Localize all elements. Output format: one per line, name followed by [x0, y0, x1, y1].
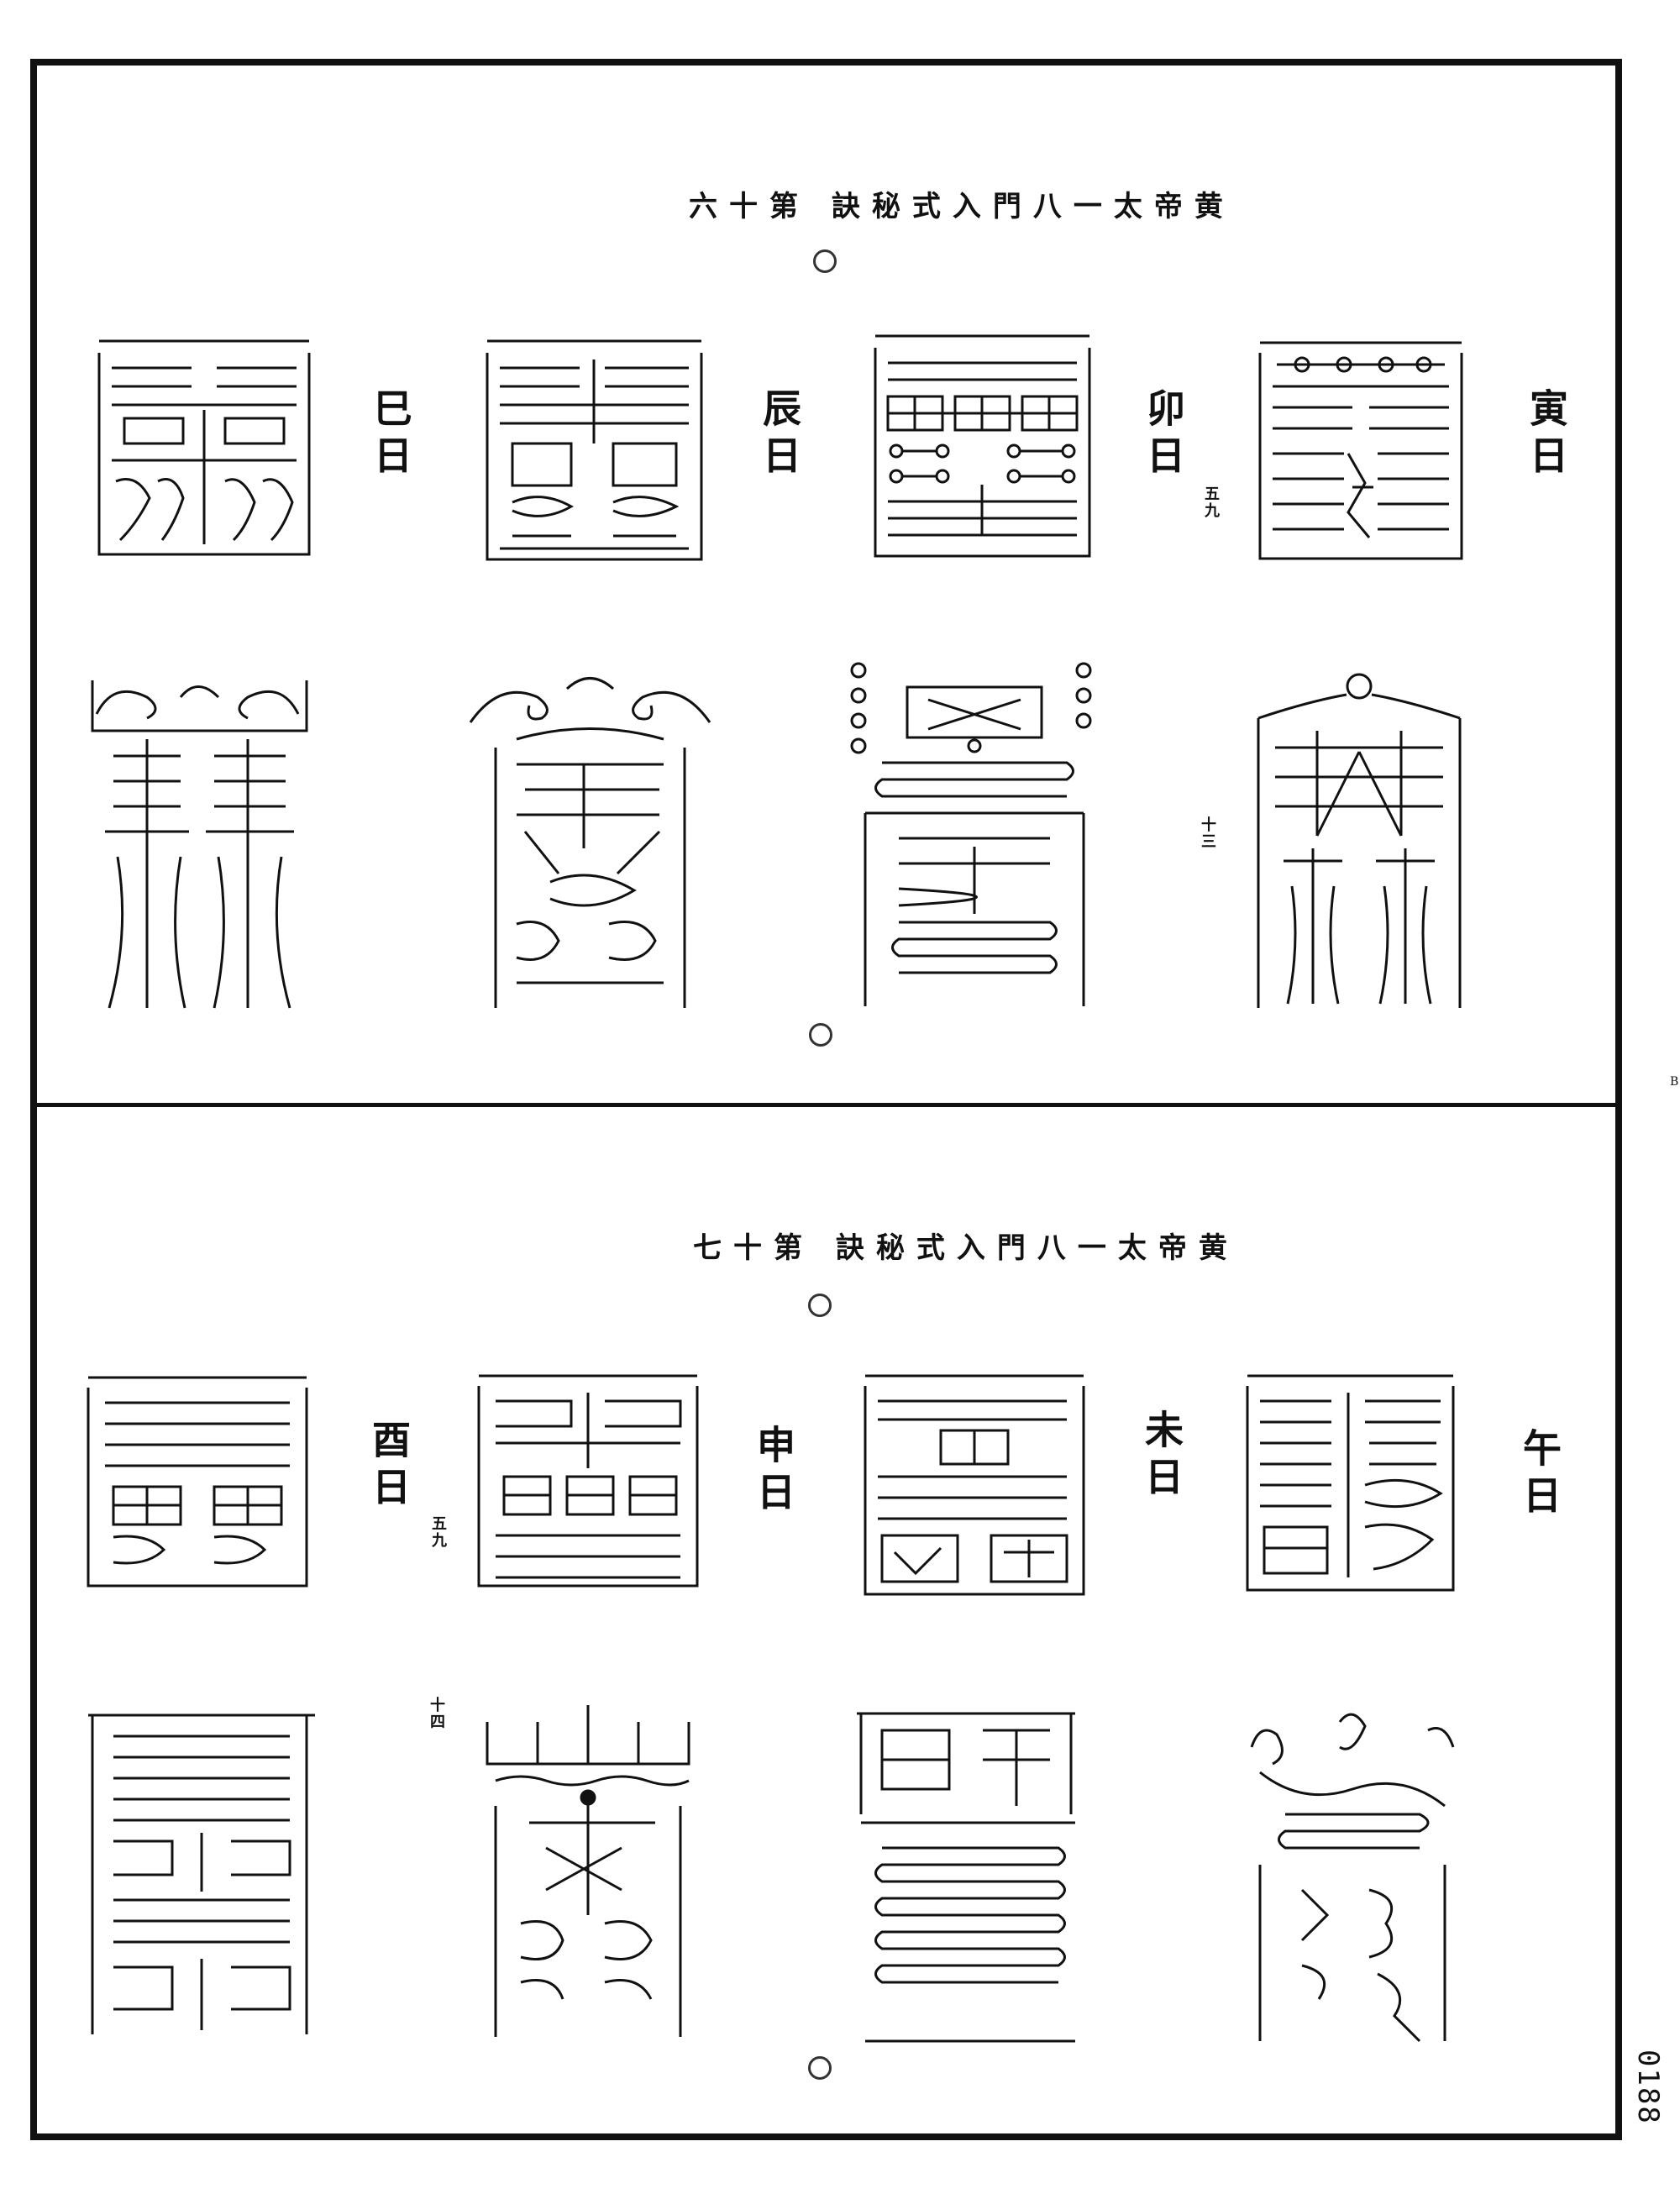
panel-1-header: 黄帝太一八門入式秘訣 第十六 — [689, 190, 1235, 223]
talisman-wu-upper — [1239, 1367, 1462, 1598]
talisman-shen-lower — [470, 1697, 706, 2041]
binding-hole-2a — [808, 1294, 832, 1317]
day-label-you: 酉日 — [366, 1420, 412, 1514]
talisman-wei-lower — [848, 1697, 1092, 2049]
panel-2-header: 黄帝太一八門入式秘訣 第十七 — [693, 1231, 1239, 1265]
talisman-you-lower — [80, 1698, 323, 2043]
day-label-chen: 辰日 — [757, 388, 802, 482]
number-shisi: 十四 — [428, 1697, 445, 1730]
binding-hole-1b — [809, 1023, 832, 1047]
day-label-shen: 申日 — [751, 1425, 796, 1519]
day-label-wu: 午日 — [1517, 1428, 1562, 1522]
talisman-mao-lower — [848, 662, 1100, 1015]
talisman-yin-upper — [1252, 336, 1470, 567]
talisman-si-lower — [80, 664, 319, 1012]
binding-hole-2b — [808, 2056, 832, 2080]
panel-divider — [30, 1103, 1622, 1107]
talisman-chen-upper — [479, 334, 710, 568]
note-wujiu-1: 五九 — [1202, 485, 1220, 519]
day-label-mao: 卯日 — [1141, 388, 1186, 482]
talisman-wu-lower — [1235, 1697, 1470, 2045]
talisman-shen-upper — [470, 1367, 706, 1594]
day-label-wei: 未日 — [1139, 1409, 1184, 1504]
number-shisan: 十三 — [1199, 816, 1216, 850]
day-label-yin: 寅日 — [1524, 388, 1569, 482]
talisman-you-upper — [80, 1369, 315, 1594]
talisman-mao-upper — [867, 329, 1098, 564]
talisman-wei-upper — [857, 1367, 1092, 1603]
stray-mark: B — [1670, 1075, 1679, 1089]
note-wujiu-2: 五九 — [429, 1515, 447, 1549]
talisman-yin-lower — [1242, 668, 1477, 1012]
day-label-si: 巳日 — [368, 388, 413, 482]
page-frame — [30, 59, 1622, 2140]
talisman-chen-lower — [466, 672, 714, 1012]
talisman-si-upper — [91, 334, 318, 561]
binding-hole-1a — [813, 249, 837, 273]
page-number: 0188 — [1631, 2049, 1665, 2125]
